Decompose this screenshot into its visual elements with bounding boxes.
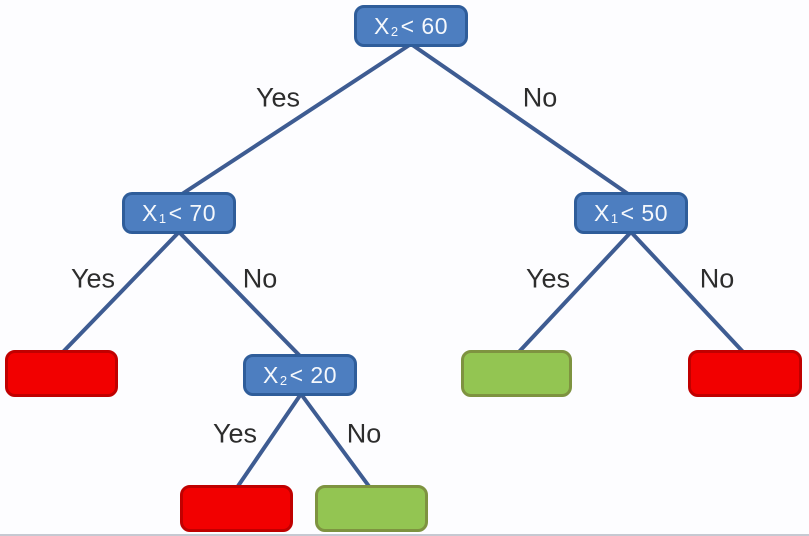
edge-label-root-yes: Yes: [255, 82, 301, 113]
edge-label-left-yes: Yes: [70, 263, 116, 294]
edge-label-left-right-no: No: [346, 418, 382, 449]
decision-node-condition: < 20: [289, 361, 337, 388]
edge-label-right-yes: Yes: [525, 263, 571, 294]
decision-node-variable: X: [594, 199, 610, 226]
decision-node-condition: < 70: [168, 199, 216, 226]
edge-label-left-no: No: [242, 263, 278, 294]
decision-node-subscript: 1: [158, 211, 167, 226]
leaf-node-left-right-right: [315, 485, 428, 532]
decision-node-condition: < 50: [620, 199, 668, 226]
decision-node-subscript: 2: [390, 24, 399, 39]
decision-node-subscript: 2: [279, 373, 288, 388]
decision-node-variable: X: [374, 12, 390, 39]
decision-node-subscript: 1: [610, 211, 619, 226]
leaf-node-right-left: [461, 350, 572, 397]
decision-node-variable: X: [142, 199, 158, 226]
edge-left-to-leftleft-leaf: [59, 230, 181, 356]
edge-label-left-right-yes: Yes: [212, 418, 258, 449]
edge-label-root-no: No: [522, 82, 558, 113]
edge-root-to-left: [177, 42, 413, 198]
edge-label-right-no: No: [699, 263, 735, 294]
edge-right-to-red-leaf: [629, 230, 747, 356]
edge-leftright-to-green-leaf: [299, 392, 373, 491]
leaf-node-right-right: [688, 350, 802, 397]
edge-leftright-to-red-leaf: [234, 392, 303, 491]
leaf-node-left-left: [5, 350, 118, 397]
decision-node-condition: < 60: [400, 12, 448, 39]
edge-root-to-right: [409, 42, 633, 198]
decision-node-variable: X: [263, 361, 279, 388]
edge-left-to-leftright: [177, 230, 303, 359]
bottom-edge-line: [0, 534, 809, 536]
edge-right-to-green-leaf: [515, 230, 633, 356]
leaf-node-left-right-left: [180, 485, 293, 532]
